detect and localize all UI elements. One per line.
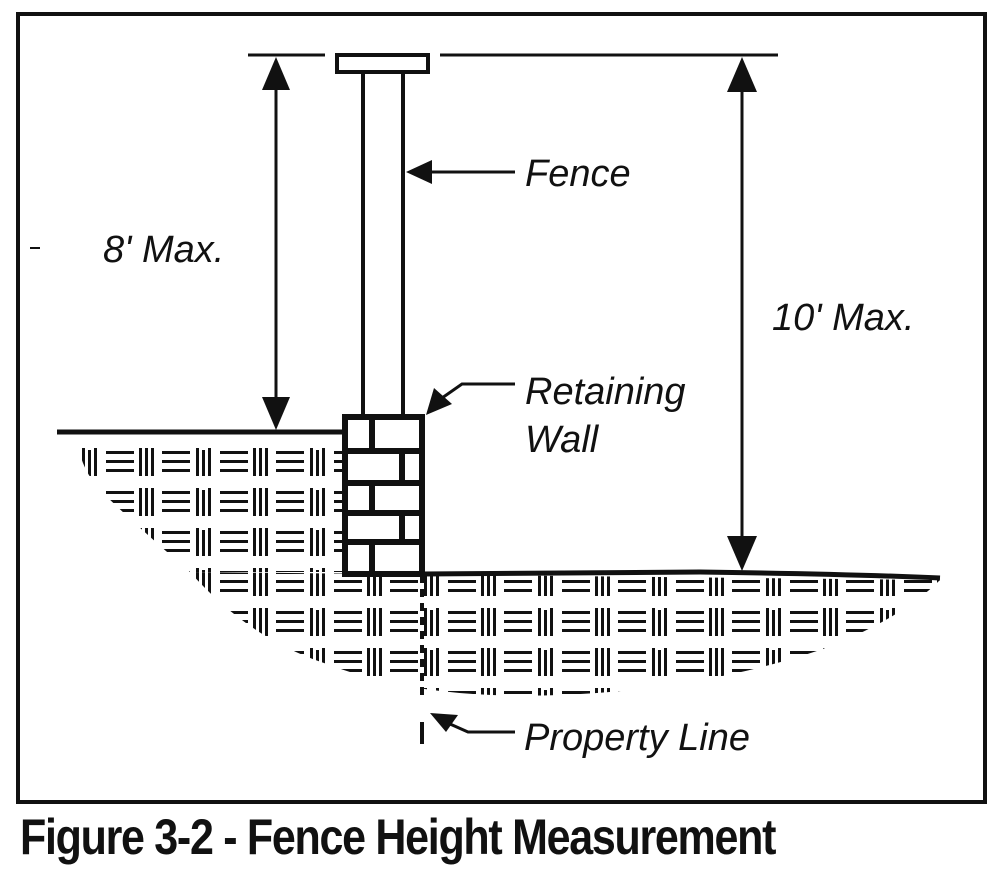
retaining-wall bbox=[342, 414, 425, 577]
retaining-wall-label-line1: Retaining bbox=[525, 371, 686, 413]
retaining-wall-callout-arrow bbox=[426, 382, 515, 415]
fence-label: Fence bbox=[525, 153, 631, 195]
right-dimension-label: 10' Max. bbox=[772, 297, 914, 339]
left-dimension-label: 8' Max. bbox=[103, 229, 224, 271]
figure-frame bbox=[16, 12, 987, 804]
retaining-wall-label-line2: Wall bbox=[525, 419, 600, 461]
upper-soil-hatch bbox=[78, 445, 342, 572]
right-dimension-arrow bbox=[727, 57, 757, 571]
fence bbox=[335, 53, 430, 417]
property-line-label: Property Line bbox=[524, 717, 750, 759]
lower-ground-line bbox=[421, 569, 941, 581]
left-dimension-arrow bbox=[262, 57, 290, 430]
figure-caption: Figure 3-2 - Fence Height Measurement bbox=[20, 809, 776, 865]
property-line-callout-arrow bbox=[430, 713, 515, 734]
fence-callout-arrow bbox=[406, 160, 515, 184]
lower-soil-hatch bbox=[190, 572, 940, 696]
